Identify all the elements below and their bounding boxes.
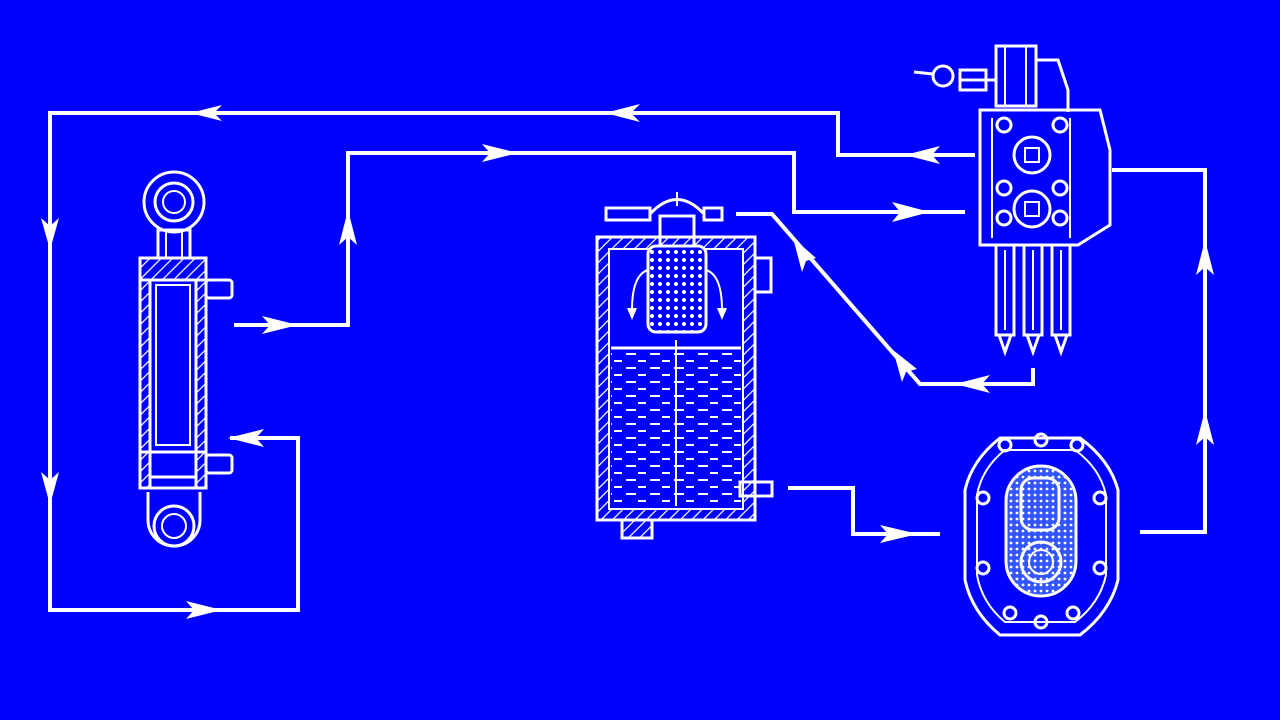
- arrow-up-icon: [1196, 410, 1214, 445]
- pipe-cylinder-to-valve: [234, 151, 965, 327]
- arrow-up-icon: [1196, 240, 1214, 275]
- flow-arrows: [41, 104, 1214, 619]
- pipe-lines: [48, 111, 1207, 612]
- oil-tank: [595, 192, 774, 540]
- arrow-right-icon: [262, 316, 298, 334]
- arrow-right-icon: [186, 601, 222, 619]
- hydraulic-cylinder: [138, 170, 234, 548]
- gear-pump: [963, 432, 1120, 637]
- arrow-up-left-icon: [793, 238, 816, 272]
- arrow-right-icon: [880, 525, 918, 543]
- arrow-right-icon: [482, 144, 518, 162]
- control-valve: [913, 44, 1112, 357]
- arrow-down-icon: [41, 218, 59, 250]
- pipe-valve-to-cylinder-bottom: [48, 111, 975, 612]
- arrow-left-icon: [955, 375, 990, 393]
- arrow-left-icon: [605, 104, 640, 122]
- arrow-right-icon: [892, 202, 930, 222]
- arrow-up-left-icon: [893, 350, 917, 382]
- arrow-up-icon: [339, 210, 357, 245]
- pipe-valve-to-tank: [736, 212, 1035, 386]
- arrow-down-icon: [41, 472, 59, 505]
- pipe-pump-to-valve: [1112, 168, 1207, 534]
- arrow-left-icon: [228, 429, 264, 447]
- arrow-left-icon: [190, 105, 222, 121]
- pipe-tank-to-pump: [788, 486, 940, 536]
- arrow-left-icon: [905, 146, 940, 164]
